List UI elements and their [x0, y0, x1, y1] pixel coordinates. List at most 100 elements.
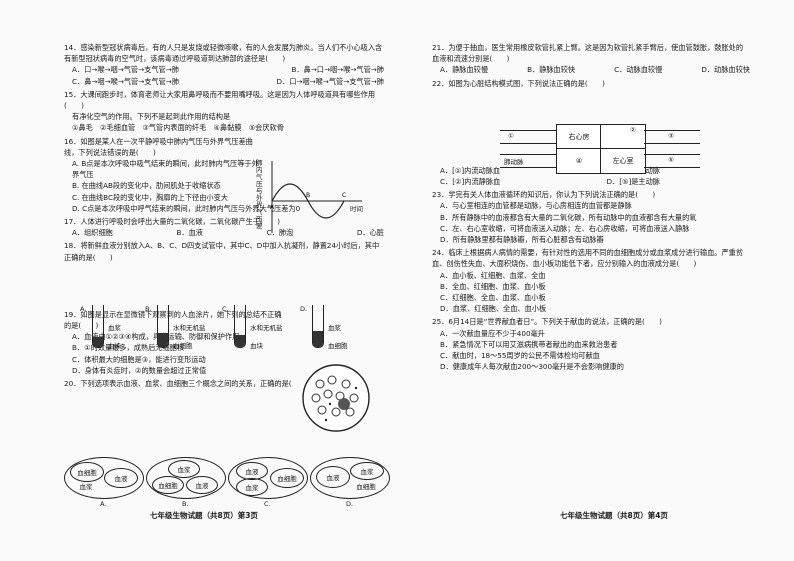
q20c-outer: [228, 457, 308, 499]
vessel-2-label: ②: [630, 126, 636, 134]
tube-b: [157, 305, 169, 348]
q14-option-c: C．鼻→咽→喉→气管→支气管→肺: [72, 76, 180, 86]
q20c-letter: C.: [264, 500, 271, 508]
q22-option-a: A．[①]内流动脉血: [440, 165, 501, 175]
tube-d-letter: D.: [300, 305, 308, 313]
question-17: 17．人体进行呼吸时会呼出大量的二氧化碳，二氧化碳产生于( ) A．组织细胞 B．…: [64, 216, 384, 238]
left-ventricle-box: 左心室: [600, 148, 646, 174]
question-21: 21．为便于抽血，医生常用橡皮软管扎紧上臂。这是因为软管扎紧手臂后，使血管鼓胀，…: [432, 42, 750, 76]
vessel-1-label: ①: [508, 132, 514, 140]
point-b-label: B: [306, 192, 310, 199]
q19-option-a: A．血液由①②③④构成，具有运输、防御和保护作用: [72, 332, 240, 342]
vessel-pulmonary-artery: [500, 154, 556, 168]
vessel-5: [644, 154, 700, 168]
q20d-inner-3: 血细胞: [356, 483, 376, 491]
q18-stem: 18．将新鲜血液分别放入A、B、C、D四支试管中，其中C、D中加入抗凝剂，静置2…: [64, 241, 380, 262]
q21-option-d: D．动脉血较快: [701, 65, 750, 75]
tube-b-letter: B.: [145, 305, 152, 313]
question-24: 24．临床上根据病人病情的需要，有针对性的选用不同的血细胞成分或血浆成分进行输血…: [432, 247, 750, 314]
question-20: 20．下列选项表示血液、血浆、血细胞三个概念之间的关系，正确的是( ): [64, 378, 384, 389]
pressure-curve-figure: A B C: [270, 161, 362, 233]
tube-d: [312, 305, 324, 348]
q21-option-c: C．动脉血较慢: [614, 65, 663, 75]
tube-b-label-1: 水和无机盐: [173, 324, 206, 332]
question-18: 18．将新鲜血液分别放入A、B、C、D四支试管中，其中C、D中加入抗凝剂，静置2…: [64, 240, 384, 306]
q25-option-c: C．献血时，18～55周岁的公民不需体检均可献血: [440, 351, 600, 361]
q20b-inner-1: 血浆: [168, 460, 200, 478]
q17-option-a: A．组织细胞: [72, 228, 113, 238]
q23-option-a: A．与心室相连的血管都是动脉，与心房相连的血管都是静脉: [440, 201, 632, 211]
vessel-1: [500, 130, 556, 144]
q22-option-d: D．[⑤]是主动脉: [606, 177, 660, 187]
q14-stem: 14．感染新型冠状病毒后，有的人只是发烧或轻微咳嗽，有的人会发展为肺炎。当人们不…: [64, 43, 383, 64]
q25-stem: 25．6月14日是“世界献血者日”。下列关于献血的说法，正确的是( ): [432, 317, 662, 327]
q21-option-a: A．静脉血较慢: [440, 65, 489, 75]
q16-xlabel: 时间: [350, 205, 363, 213]
q20d-letter: D.: [346, 500, 354, 508]
point-c-label: C: [342, 192, 346, 199]
left-page: 14．感染新型冠状病毒后，有的人只是发烧或轻微咳嗽，有的人会发展为肺炎。当人们不…: [64, 42, 384, 391]
platelets: [324, 386, 358, 422]
q16-stem: 16．如图是某人在一次平静呼吸中肺内气压与外界气压差曲线，下列说法错误的是( ): [64, 136, 253, 157]
vessel-3-label: ③: [668, 132, 674, 140]
q14-option-a: A．口→喉→咽→气管→支气管→肺: [72, 65, 179, 75]
q14-option-d: D．口→咽→喉→气管→支气管→肺: [276, 76, 384, 86]
tube-a-letter: A.: [80, 305, 87, 313]
left-page-footer: 七年级生物试题（共8页）第3页: [150, 511, 258, 520]
q23-option-d: D．所有静脉里都有静脉瓣，所有心脏都含有动脉瓣: [440, 235, 604, 245]
q20d-inner-1: 血液: [316, 466, 350, 488]
q17-stem: 17．人体进行呼吸时会呼出大量的二氧化碳，二氧化碳产生于( ): [64, 217, 281, 227]
q20b-inner-2: 血细胞: [152, 476, 184, 494]
right-page-footer: 七年级生物试题（共8页）第4页: [560, 511, 668, 520]
q23-option-b: B．所有静脉中的血液都含有大量的二氧化碳，所有动脉中的血液都含有大量的氧: [440, 212, 697, 222]
q15-options: ①鼻毛 ②毛细血管 ③气管内表面的纤毛 ④鼻黏膜 ⑤会厌软骨: [72, 123, 284, 133]
point-a-label: A: [270, 204, 275, 211]
right-atrium-box: 右心房: [556, 124, 602, 150]
q19-option-d: D．身体有炎症时，②的数量会超过正常值: [72, 365, 207, 375]
q20a-letter: A.: [100, 500, 107, 508]
q24-option-a: A．血小板、红细胞、血浆、全血: [440, 270, 546, 280]
vessel-3: [644, 130, 700, 144]
q20c-inner-2: 血浆: [236, 478, 268, 496]
q20b-inner-3: 血液: [186, 476, 218, 494]
q21-option-b: B．静脉血较快: [527, 65, 576, 75]
tube-c-label-1: 水和无机盐: [250, 324, 283, 332]
white-cell: [338, 398, 350, 410]
q25-option-d: D．健康成年人每次献血200～300毫升是不会影响健康的: [440, 362, 624, 372]
tube-c-letter: C.: [222, 305, 229, 313]
q24-stem: 24．临床上根据病人病情的需要，有针对性的选用不同的血细胞成分或血浆成分进行输血…: [432, 248, 744, 269]
q17-option-c: C．肺泡: [266, 228, 294, 238]
blood-smear-figure: [302, 364, 370, 432]
q20c-inner-3: 血细胞: [270, 468, 304, 488]
q15-line: 有净化空气的作用。下列不是起到此作用的结构是: [72, 112, 231, 122]
q16-option-b: B. 在曲线AB段的变化中，肋间肌处于收缩状态: [72, 181, 221, 191]
q20d-outer: [310, 457, 390, 499]
q20b-outer: [146, 457, 226, 499]
question-16: 16．如图是某人在一次平静呼吸中肺内气压与外界气压差曲线，下列说法错误的是( )…: [64, 136, 300, 214]
q20-stem: 20．下列选项表示血液、血浆、血细胞三个概念之间的关系，正确的是( ): [64, 379, 309, 389]
left-lower-chamber: ④: [556, 148, 602, 174]
q22-stem: 22．如图为心脏结构模式图，下列说法正确的是( ): [432, 78, 605, 88]
tube-d-label-1: 血浆: [328, 324, 341, 332]
q20a-inner-1: 血细胞: [70, 462, 104, 482]
vessel-5-label: ⑤: [668, 156, 674, 164]
question-14: 14．感染新型冠状病毒后，有的人只是发烧或轻微咳嗽，有的人会发展为肺炎。当人们不…: [64, 42, 384, 87]
q20a-inner-3: 血液: [104, 468, 138, 488]
tube-a-label-2: 血块: [108, 342, 121, 350]
q17-option-d: D．心脏: [356, 228, 384, 238]
q19-option-c: C．体积最大的细胞是③，能进行变形运动: [72, 354, 206, 364]
q23-stem: 23．学完有关人体血液循环的知识后，你认为下列说法正确的是( ): [432, 190, 656, 200]
q21-stem: 21．为便于抽血，医生常用橡皮软管扎紧上臂。这是因为软管扎紧手臂后，使血管鼓胀，…: [432, 43, 744, 64]
tube-a: [92, 305, 104, 348]
q16-option-d: D. C点是本次呼吸中呼气结束的瞬间，此时肺内气压与外界大气压差为0: [72, 203, 301, 213]
question-23: 23．学完有关人体血液循环的知识后，你认为下列说法正确的是( ) A．与心室相连…: [432, 189, 750, 245]
upper-right-chamber: [600, 124, 646, 150]
q19-option-b: B．①的数量最多，成熟后无细胞核: [72, 343, 185, 353]
pulmonary-artery-label: 肺动脉: [504, 158, 524, 166]
q24-option-c: C．红细胞、全血、血浆、血小板: [440, 293, 546, 303]
question-15: 15．大课间跑步时，体育老师让大家用鼻呼吸而不要用嘴呼吸。这是因为人体呼吸道具有…: [64, 89, 384, 134]
q24-option-b: B．全血、红细胞、血浆、血小板: [440, 281, 546, 291]
question-19: 19．如图是显示在显微镜下观察到的人血涂片，她下列的总结不正确的是( ) A．血…: [64, 309, 284, 376]
q17-option-b: B．血液: [176, 228, 204, 238]
